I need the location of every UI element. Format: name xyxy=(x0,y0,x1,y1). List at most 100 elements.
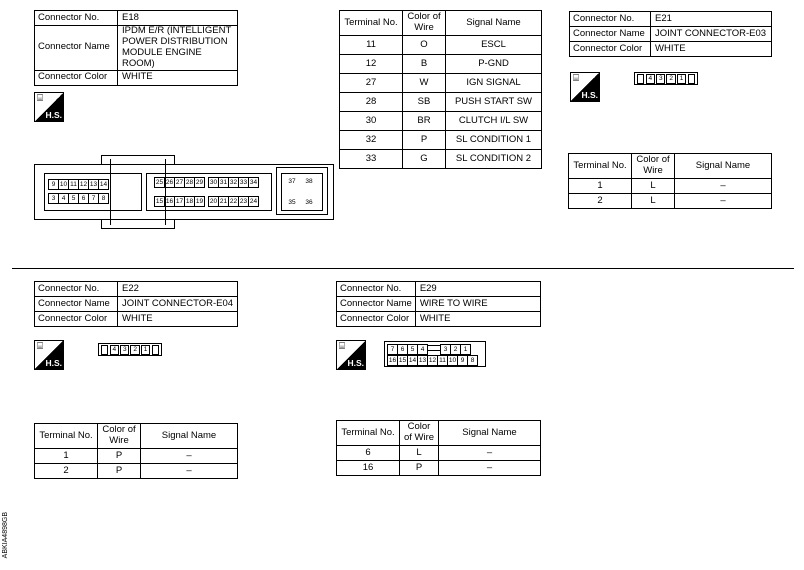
lock-tab xyxy=(152,344,159,355)
wire-color-cell: L xyxy=(631,178,675,194)
e21-connector-face: 4 3 2 1 xyxy=(634,72,698,85)
e18-connector-no: E18 xyxy=(117,10,238,26)
wire-color-cell: G xyxy=(402,149,446,169)
pin: 35 xyxy=(288,199,296,206)
header-color-of-wire: Color of Wire xyxy=(631,153,675,179)
label-connector-color: Connector Color xyxy=(34,311,118,327)
signal-cell: P-GND xyxy=(445,54,542,74)
label-connector-name: Connector Name xyxy=(34,25,118,71)
wire-color-cell: W xyxy=(402,73,446,93)
header-signal-name: Signal Name xyxy=(438,420,541,446)
wire-color-cell: BR xyxy=(402,111,446,131)
e29-connector-no: E29 xyxy=(414,281,542,297)
header-color-of-wire: Color of Wire xyxy=(402,10,446,36)
e22-hs-badge: ⌸ H.S. xyxy=(34,340,64,370)
header-terminal-no: Terminal No. xyxy=(34,423,98,449)
wire-color-cell: P xyxy=(97,463,141,479)
wire-color-cell: SB xyxy=(402,92,446,112)
harness-side-icon: ⌸ xyxy=(37,93,43,104)
e21-connector-color: WHITE xyxy=(650,41,772,57)
e22-connector-color: WHITE xyxy=(117,311,238,327)
signal-cell: CLUTCH I/L SW xyxy=(445,111,542,131)
wire-color-cell: P xyxy=(399,460,439,476)
header-terminal-no: Terminal No. xyxy=(339,10,403,36)
pin: 4 xyxy=(109,344,120,355)
wire-color-cell: L xyxy=(631,193,675,209)
pin: 1 xyxy=(676,73,687,84)
pin: 4 xyxy=(645,73,656,84)
pin: 8 xyxy=(98,193,109,204)
wire-color-cell: O xyxy=(402,35,446,55)
key-slot xyxy=(427,344,441,353)
signal-cell: – xyxy=(140,463,238,479)
harness-side-icon: ⌸ xyxy=(339,341,345,352)
e22-connector-face: 4 3 2 1 xyxy=(98,343,162,356)
e18-pins-bottom-mid2: 20 21 22 23 24 xyxy=(208,196,259,207)
e18-connector-color: WHITE xyxy=(117,69,238,86)
lock-tab xyxy=(637,73,644,84)
label-connector-no: Connector No. xyxy=(34,10,118,26)
e18-pins-bottom-mid1: 15 16 17 18 19 xyxy=(154,196,205,207)
e29-pins-top: 7 6 5 4 3 2 1 xyxy=(387,344,483,355)
e18-connector-name: IPDM E/R (INTELLIGENT POWER DISTRIBUTION… xyxy=(117,25,238,71)
e18-signal-table: Terminal No. Color of Wire Signal Name 1… xyxy=(339,10,542,169)
wire-color-cell: L xyxy=(399,445,439,461)
terminal-cell: 11 xyxy=(339,35,403,55)
hs-label: H.S. xyxy=(347,358,364,368)
label-connector-color: Connector Color xyxy=(34,69,118,86)
pin: 3 xyxy=(120,344,130,355)
terminal-cell: 1 xyxy=(34,448,98,464)
terminal-cell: 32 xyxy=(339,130,403,150)
e22-connector-name: JOINT CONNECTOR-E04 xyxy=(117,296,238,312)
header-color-of-wire: Color of Wire xyxy=(399,420,439,446)
lock-tab xyxy=(688,73,695,84)
label-connector-no: Connector No. xyxy=(569,11,651,27)
signal-cell: SL CONDITION 2 xyxy=(445,149,542,169)
e29-hs-badge: ⌸ H.S. xyxy=(336,340,366,370)
label-connector-no: Connector No. xyxy=(34,281,118,297)
signal-cell: IGN SIGNAL xyxy=(445,73,542,93)
label-connector-no: Connector No. xyxy=(336,281,416,297)
wire-color-cell: P xyxy=(402,130,446,150)
e29-connector-face: 7 6 5 4 3 2 1 16 15 14 13 12 11 10 9 8 xyxy=(384,341,486,367)
harness-side-icon: ⌸ xyxy=(37,341,43,352)
pin: 1 xyxy=(460,344,471,355)
e29-connector-color: WHITE xyxy=(414,311,542,327)
terminal-cell: 30 xyxy=(339,111,403,131)
section-divider xyxy=(12,268,794,269)
e21-hs-badge: ⌸ H.S. xyxy=(570,72,600,102)
pin: 2 xyxy=(666,73,676,84)
e29-connector-name: WIRE TO WIRE xyxy=(414,296,542,312)
label-connector-name: Connector Name xyxy=(569,26,651,42)
pin: 34 xyxy=(248,177,259,188)
wire-color-cell: P xyxy=(97,448,141,464)
terminal-cell: 28 xyxy=(339,92,403,112)
pin: 36 xyxy=(305,199,313,206)
terminal-cell: 12 xyxy=(339,54,403,74)
terminal-cell: 33 xyxy=(339,149,403,169)
e18-pins-top-mid1: 25 26 27 28 29 xyxy=(154,177,205,188)
terminal-cell: 16 xyxy=(336,460,400,476)
signal-cell: – xyxy=(674,178,772,194)
pin: 8 xyxy=(467,355,478,366)
e22-signal-table: Terminal No. Color of Wire Signal Name 1… xyxy=(34,423,238,479)
e18-pins-top-left: 9 10 11 12 13 14 xyxy=(48,179,109,190)
e18-connector-face: 9 10 11 12 13 14 3 4 5 6 7 8 25 26 27 28… xyxy=(34,155,334,229)
e21-connector-no: E21 xyxy=(650,11,772,27)
label-connector-name: Connector Name xyxy=(336,296,416,312)
pin: 24 xyxy=(248,196,259,207)
signal-cell: ESCL xyxy=(445,35,542,55)
